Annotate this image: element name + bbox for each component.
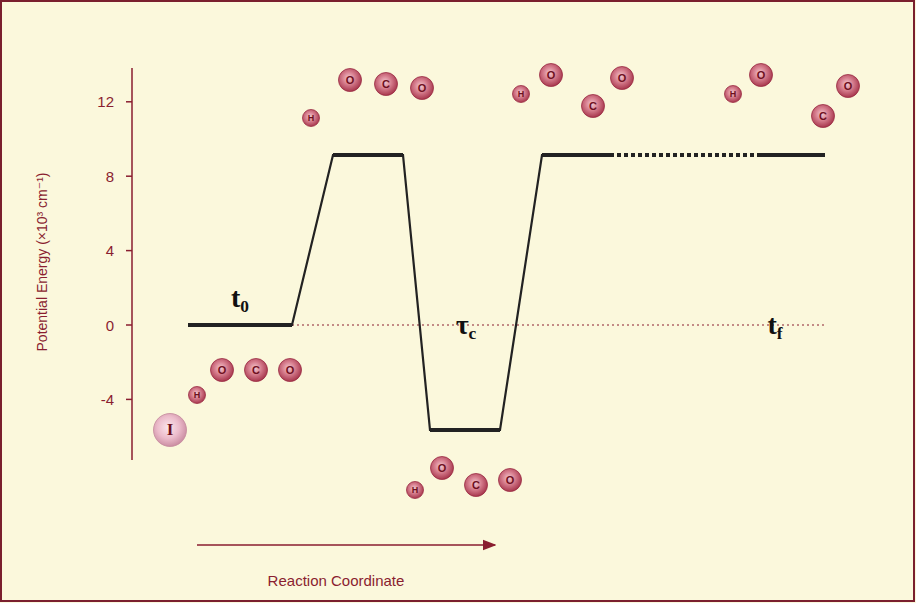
atom-symbol: O <box>836 74 860 98</box>
atom-circle: H <box>302 109 320 127</box>
axis-title: Reaction Coordinate <box>268 572 405 589</box>
tick-label: 12 <box>97 93 114 110</box>
atom-symbol: H <box>512 85 530 103</box>
energy-level <box>542 153 610 157</box>
atom-circle: O <box>278 358 302 382</box>
atom-symbol: C <box>464 473 488 497</box>
time-label: t0 <box>231 282 249 317</box>
atom-symbol: O <box>278 358 302 382</box>
tick-label: -4 <box>101 391 114 408</box>
atom-circle: H <box>724 85 742 103</box>
atom-symbol: I <box>153 413 187 447</box>
atom-symbol: C <box>374 72 398 96</box>
time-label: tf <box>767 309 782 344</box>
atom-symbol: O <box>610 66 634 90</box>
reaction-arrow <box>197 544 495 546</box>
y-tick <box>126 399 132 401</box>
atom-circle: C <box>464 473 488 497</box>
tick-label: 8 <box>106 168 114 185</box>
atom-circle: H <box>512 85 530 103</box>
tick-label: 0 <box>106 317 114 334</box>
atom-symbol: O <box>430 456 454 480</box>
energy-level <box>333 153 403 157</box>
atom-circle: C <box>374 72 398 96</box>
y-tick <box>126 250 132 252</box>
y-tick <box>126 101 132 103</box>
energy-level <box>430 428 500 432</box>
energy-level-dotted <box>610 153 760 157</box>
atom-circle: H <box>406 481 424 499</box>
y-axis <box>131 68 133 460</box>
axis-title: Potential Energy (×10³ cm⁻¹) <box>34 173 50 352</box>
atom-symbol: O <box>498 468 522 492</box>
atom-circle: O <box>610 66 634 90</box>
iodine-atom: I <box>153 413 187 447</box>
atom-circle: O <box>539 63 563 87</box>
atom-symbol: O <box>539 63 563 87</box>
atom-symbol: H <box>302 109 320 127</box>
atom-symbol: H <box>406 481 424 499</box>
zero-line <box>292 325 825 326</box>
atom-symbol: O <box>210 358 234 382</box>
atom-circle: O <box>498 468 522 492</box>
atom-circle: C <box>581 94 605 118</box>
atom-symbol: H <box>724 85 742 103</box>
atom-symbol: C <box>581 94 605 118</box>
atom-circle: O <box>836 74 860 98</box>
atom-circle: C <box>244 358 268 382</box>
energy-path <box>188 155 610 430</box>
atom-circle: O <box>430 456 454 480</box>
energy-level <box>188 323 292 327</box>
atom-circle: O <box>210 358 234 382</box>
y-tick <box>126 175 132 177</box>
atom-symbol: H <box>188 386 206 404</box>
atom-symbol: O <box>410 76 434 100</box>
tick-label: 4 <box>106 242 114 259</box>
time-label: τc <box>456 309 477 344</box>
y-tick <box>126 324 132 326</box>
atom-circle: O <box>338 68 362 92</box>
atom-circle: O <box>749 63 773 87</box>
atom-circle: H <box>188 386 206 404</box>
atom-circle: O <box>410 76 434 100</box>
atom-symbol: O <box>338 68 362 92</box>
atom-symbol: C <box>244 358 268 382</box>
atom-circle: C <box>811 104 835 128</box>
atom-symbol: O <box>749 63 773 87</box>
atom-symbol: C <box>811 104 835 128</box>
energy-level <box>760 153 825 157</box>
